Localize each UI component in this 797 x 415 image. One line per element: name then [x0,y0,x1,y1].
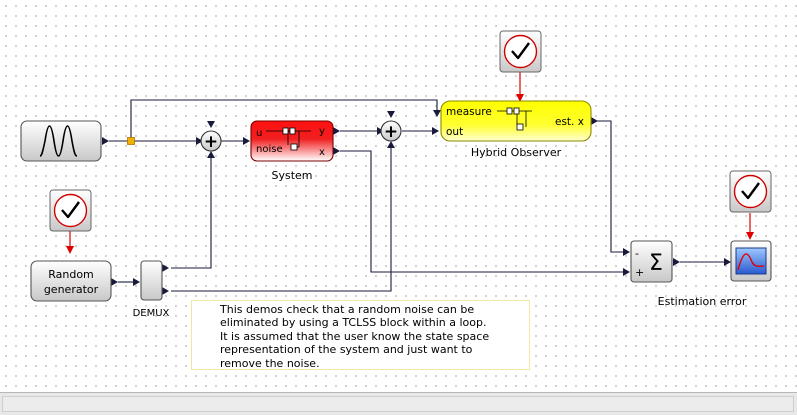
input-port-arrows [133,110,731,286]
sine-generator-icon [44,125,78,157]
estimation-error-label: Estimation error [658,295,747,308]
random-generator-label-line1: Random [48,268,94,281]
sum-sign-minus: - [635,247,639,260]
demux-label: DEMUX [133,308,170,319]
split-point[interactable] [127,137,135,145]
scope-block[interactable] [730,240,772,282]
sum-symbol: + [204,132,218,152]
observer-port-measure: measure [446,106,492,118]
note-line: eliminated by using a TCLSS block within… [220,316,487,330]
observer-label: Hybrid Observer [471,146,562,159]
observer-port-out: out [446,126,463,138]
system-port-x: x [319,147,325,158]
sum-icon: Σ [649,251,663,276]
sine-generator-block[interactable] [20,120,102,162]
clock-icon [503,34,538,69]
status-field [2,396,794,412]
note-line: It is assumed that the user know the sta… [220,329,490,343]
clock-block-scope[interactable] [729,170,772,213]
status-bar [0,392,797,415]
demux-block[interactable]: DEMUX [133,260,170,319]
clock-icon [733,174,768,209]
switch-icon [266,127,311,151]
diagram-svg: Random generator DEMUX + + u noise y x S… [20,30,772,319]
diagram-canvas[interactable]: Random generator DEMUX + + u noise y x S… [0,0,797,392]
sum-block-2[interactable]: + [380,120,402,142]
data-links [109,99,724,292]
system-block[interactable]: u noise y x System [250,120,334,182]
system-port-u: u [256,128,262,139]
event-links [69,72,751,248]
random-generator-label-line2: generator [44,283,99,296]
output-port-arrows [102,117,680,295]
random-generator-block[interactable]: Random generator [30,260,112,302]
scope-icon [735,247,767,275]
switch-icon [497,107,532,131]
clock-icon [53,193,88,228]
note-line: This demos check that a random noise can… [220,303,475,316]
sum-block-1[interactable]: + [200,130,222,152]
event-arrows [66,94,754,254]
system-port-y: y [319,126,325,137]
observer-port-est: est. x [555,116,584,128]
note-line: remove the noise. [220,356,320,370]
hybrid-observer-block[interactable]: measure out est. x Hybrid Observer [440,100,592,159]
clock-block-random[interactable] [49,189,92,232]
note-line: representation of the system and just wa… [220,343,473,357]
clock-block-observer[interactable] [499,30,542,73]
sum-sign-plus: + [635,266,644,279]
estimation-error-block[interactable]: - + Σ Estimation error [630,240,747,308]
system-port-noise: noise [256,144,283,155]
description-note[interactable]: This demos check that a random noise can… [191,300,530,370]
sum-symbol: + [384,122,398,142]
system-label: System [271,169,312,182]
